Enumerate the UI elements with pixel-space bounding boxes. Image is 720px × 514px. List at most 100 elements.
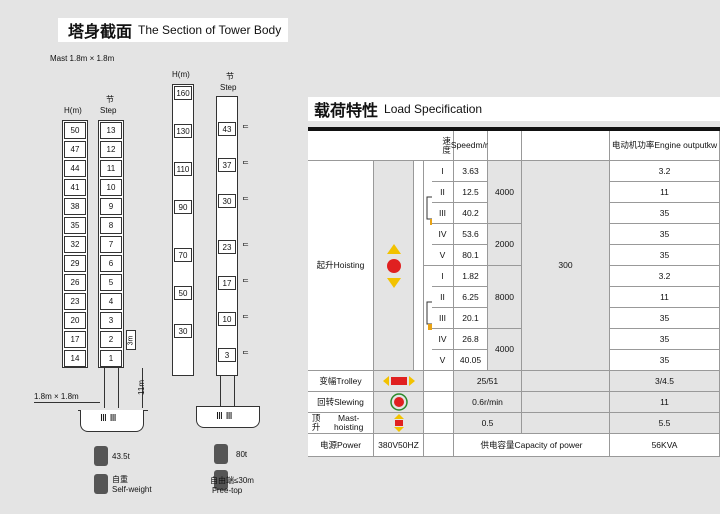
trolley-speed: 25/51	[454, 371, 522, 392]
left-step-cell: 7	[100, 236, 122, 253]
self-weight-en: Self-weight	[112, 485, 152, 494]
left-step-cell: 5	[100, 274, 122, 291]
trolley-power: 3/4.5	[610, 371, 720, 392]
right-weight: 80t	[236, 450, 248, 459]
left-step-cell: 3	[100, 312, 122, 329]
bracket-icon: ᄃ	[242, 350, 250, 359]
right-h-header: H(m)	[172, 70, 190, 79]
right-height-cell: 30	[174, 324, 192, 338]
section-title-en: The Section of Tower Body	[138, 23, 282, 37]
weight-icon	[214, 470, 228, 490]
right-mast-line	[220, 376, 221, 406]
right-height-cell: 160	[174, 86, 192, 100]
power-cell: 11	[610, 182, 720, 203]
mast-hoisting-control-icon	[393, 414, 404, 432]
left-step-header-en: Step	[100, 106, 117, 115]
power-en: Engine output	[654, 140, 707, 150]
speed-cell: 40.05	[454, 350, 488, 371]
gear-cell: I	[432, 161, 454, 182]
gear-cell: II	[432, 182, 454, 203]
power-cell: 11	[610, 287, 720, 308]
trolley-icon-cell	[374, 371, 424, 392]
right-step-cell: 23	[218, 240, 236, 254]
speed-cell: 3.63	[454, 161, 488, 182]
power-cell: 35	[610, 329, 720, 350]
left-height-cell: 47	[64, 141, 86, 158]
slewing-speed-value: 0.6	[472, 396, 484, 407]
load-title-en: Load Specification	[384, 102, 483, 116]
mast-speed: 0.5	[454, 413, 522, 434]
cap-en: Capacity of power	[514, 439, 583, 450]
left-mast-line	[118, 368, 119, 408]
bracket-icon: ᄃ	[242, 242, 250, 251]
left-height-cell: 29	[64, 255, 86, 272]
right-step-cell: 17	[218, 276, 236, 290]
left-height-cell: 50	[64, 122, 86, 139]
left-step-cell: 4	[100, 293, 122, 310]
left-step-cell: 2	[100, 331, 122, 348]
mast-icon-cell	[374, 413, 424, 434]
left-weight: 43.5t	[112, 452, 130, 461]
right-step-cell: 3	[218, 348, 236, 362]
left-height-cell: 35	[64, 217, 86, 234]
left-h-header: H(m)	[64, 106, 82, 115]
gear-cell: III	[432, 308, 454, 329]
mast-power: 5.5	[610, 413, 720, 434]
hoisting-en: Hoisting	[333, 260, 365, 270]
free-top-zh: 自由端≤30m	[210, 476, 254, 485]
hoisting-blank	[414, 161, 424, 371]
slewing-icon-cell	[374, 392, 424, 413]
power-cell: 3.2	[610, 266, 720, 287]
gear-cell: IV	[432, 329, 454, 350]
mast-label: Mast 1.8m × 1.8m	[50, 54, 115, 63]
right-step-header-en: Step	[220, 83, 237, 92]
free-top-en: Free-top	[212, 486, 243, 495]
slewing-power: 11	[610, 392, 720, 413]
power-row-blank	[424, 434, 454, 457]
speed-cell: 12.5	[454, 182, 488, 203]
load-cell: 8000	[488, 266, 522, 329]
voltage: 380V	[378, 439, 399, 450]
gear-cell: I	[432, 266, 454, 287]
speed-cell: 1.82	[454, 266, 488, 287]
power-cell: 35	[610, 308, 720, 329]
speed-en: Speed	[450, 140, 476, 150]
left-height-cell: 38	[64, 198, 86, 215]
left-height-cell: 20	[64, 312, 86, 329]
left-mast-line	[104, 368, 105, 408]
speed-header: 速度Speedm/min	[442, 131, 499, 161]
right-step-cell: 30	[218, 194, 236, 208]
dim-11m-line	[142, 368, 143, 408]
left-step-header-zh: 节	[106, 95, 114, 104]
left-height-cell: 26	[64, 274, 86, 291]
trolley-zh: 变幅	[319, 375, 337, 386]
bracket-icon: ᄃ	[242, 160, 250, 169]
total-header-blank	[522, 131, 610, 161]
left-height-cell: 23	[64, 293, 86, 310]
weight-icon	[214, 444, 228, 464]
slewing-control-icon	[389, 393, 408, 411]
left-step-cell: 9	[100, 198, 122, 215]
right-height-cell: 90	[174, 200, 192, 214]
left-step-cell: 10	[100, 179, 122, 196]
dim-11m: 11m	[136, 380, 146, 395]
weight-icon	[94, 474, 108, 494]
left-height-cell: 17	[64, 331, 86, 348]
bracket-icon: ᄃ	[242, 278, 250, 287]
right-height-column	[172, 84, 194, 376]
right-height-cell: 70	[174, 248, 192, 262]
right-mast-line	[234, 376, 235, 406]
left-foundation	[80, 410, 144, 432]
left-height-cell: 41	[64, 179, 86, 196]
slewing-en: Slewing	[334, 396, 364, 407]
trolley-blank	[424, 371, 454, 392]
left-step-cell: 8	[100, 217, 122, 234]
power-unit: kw	[706, 140, 718, 150]
speed-unit: m/min	[475, 141, 498, 150]
trolley-blank	[522, 371, 610, 392]
load-cell: 4000	[488, 161, 522, 224]
